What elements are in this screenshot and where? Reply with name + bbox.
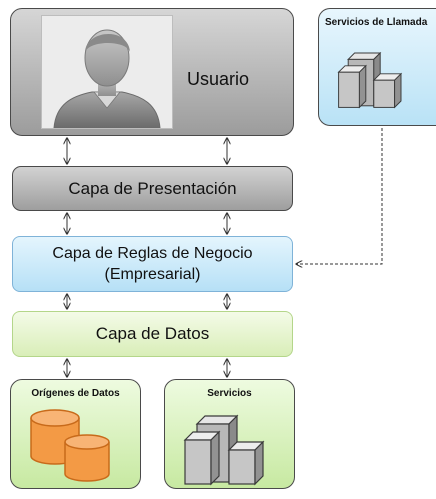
capa-datos: Capa de Datos bbox=[12, 311, 293, 357]
arrow-llamada-reglas-dashed bbox=[296, 128, 383, 264]
usuario-label: Usuario bbox=[187, 69, 250, 89]
servicios-llamada-box: Servicios de Llamada bbox=[318, 8, 436, 126]
server-icon bbox=[337, 51, 403, 109]
origenes-datos-label: Orígenes de Datos bbox=[31, 388, 120, 399]
usuario-box: Usuario bbox=[10, 8, 294, 136]
servicios-llamada-label: Servicios de Llamada bbox=[325, 17, 428, 28]
capa-reglas-line1: Capa de Reglas de Negocio bbox=[52, 245, 253, 262]
capa-presentacion-label: Capa de Presentación bbox=[68, 178, 237, 198]
servicios-label: Servicios bbox=[207, 388, 252, 399]
capa-datos-label: Capa de Datos bbox=[95, 324, 210, 343]
origenes-datos-box: Orígenes de Datos bbox=[10, 379, 141, 489]
user-silhouette-icon bbox=[41, 15, 173, 129]
server-icon bbox=[183, 414, 265, 486]
capa-reglas-line2: (Empresarial) bbox=[104, 266, 201, 283]
servicios-box: Servicios bbox=[164, 379, 295, 489]
capa-reglas-negocio: Capa de Reglas de Negocio (Empresarial) bbox=[12, 236, 293, 292]
capa-presentacion: Capa de Presentación bbox=[12, 166, 293, 211]
database-icon bbox=[30, 409, 110, 482]
